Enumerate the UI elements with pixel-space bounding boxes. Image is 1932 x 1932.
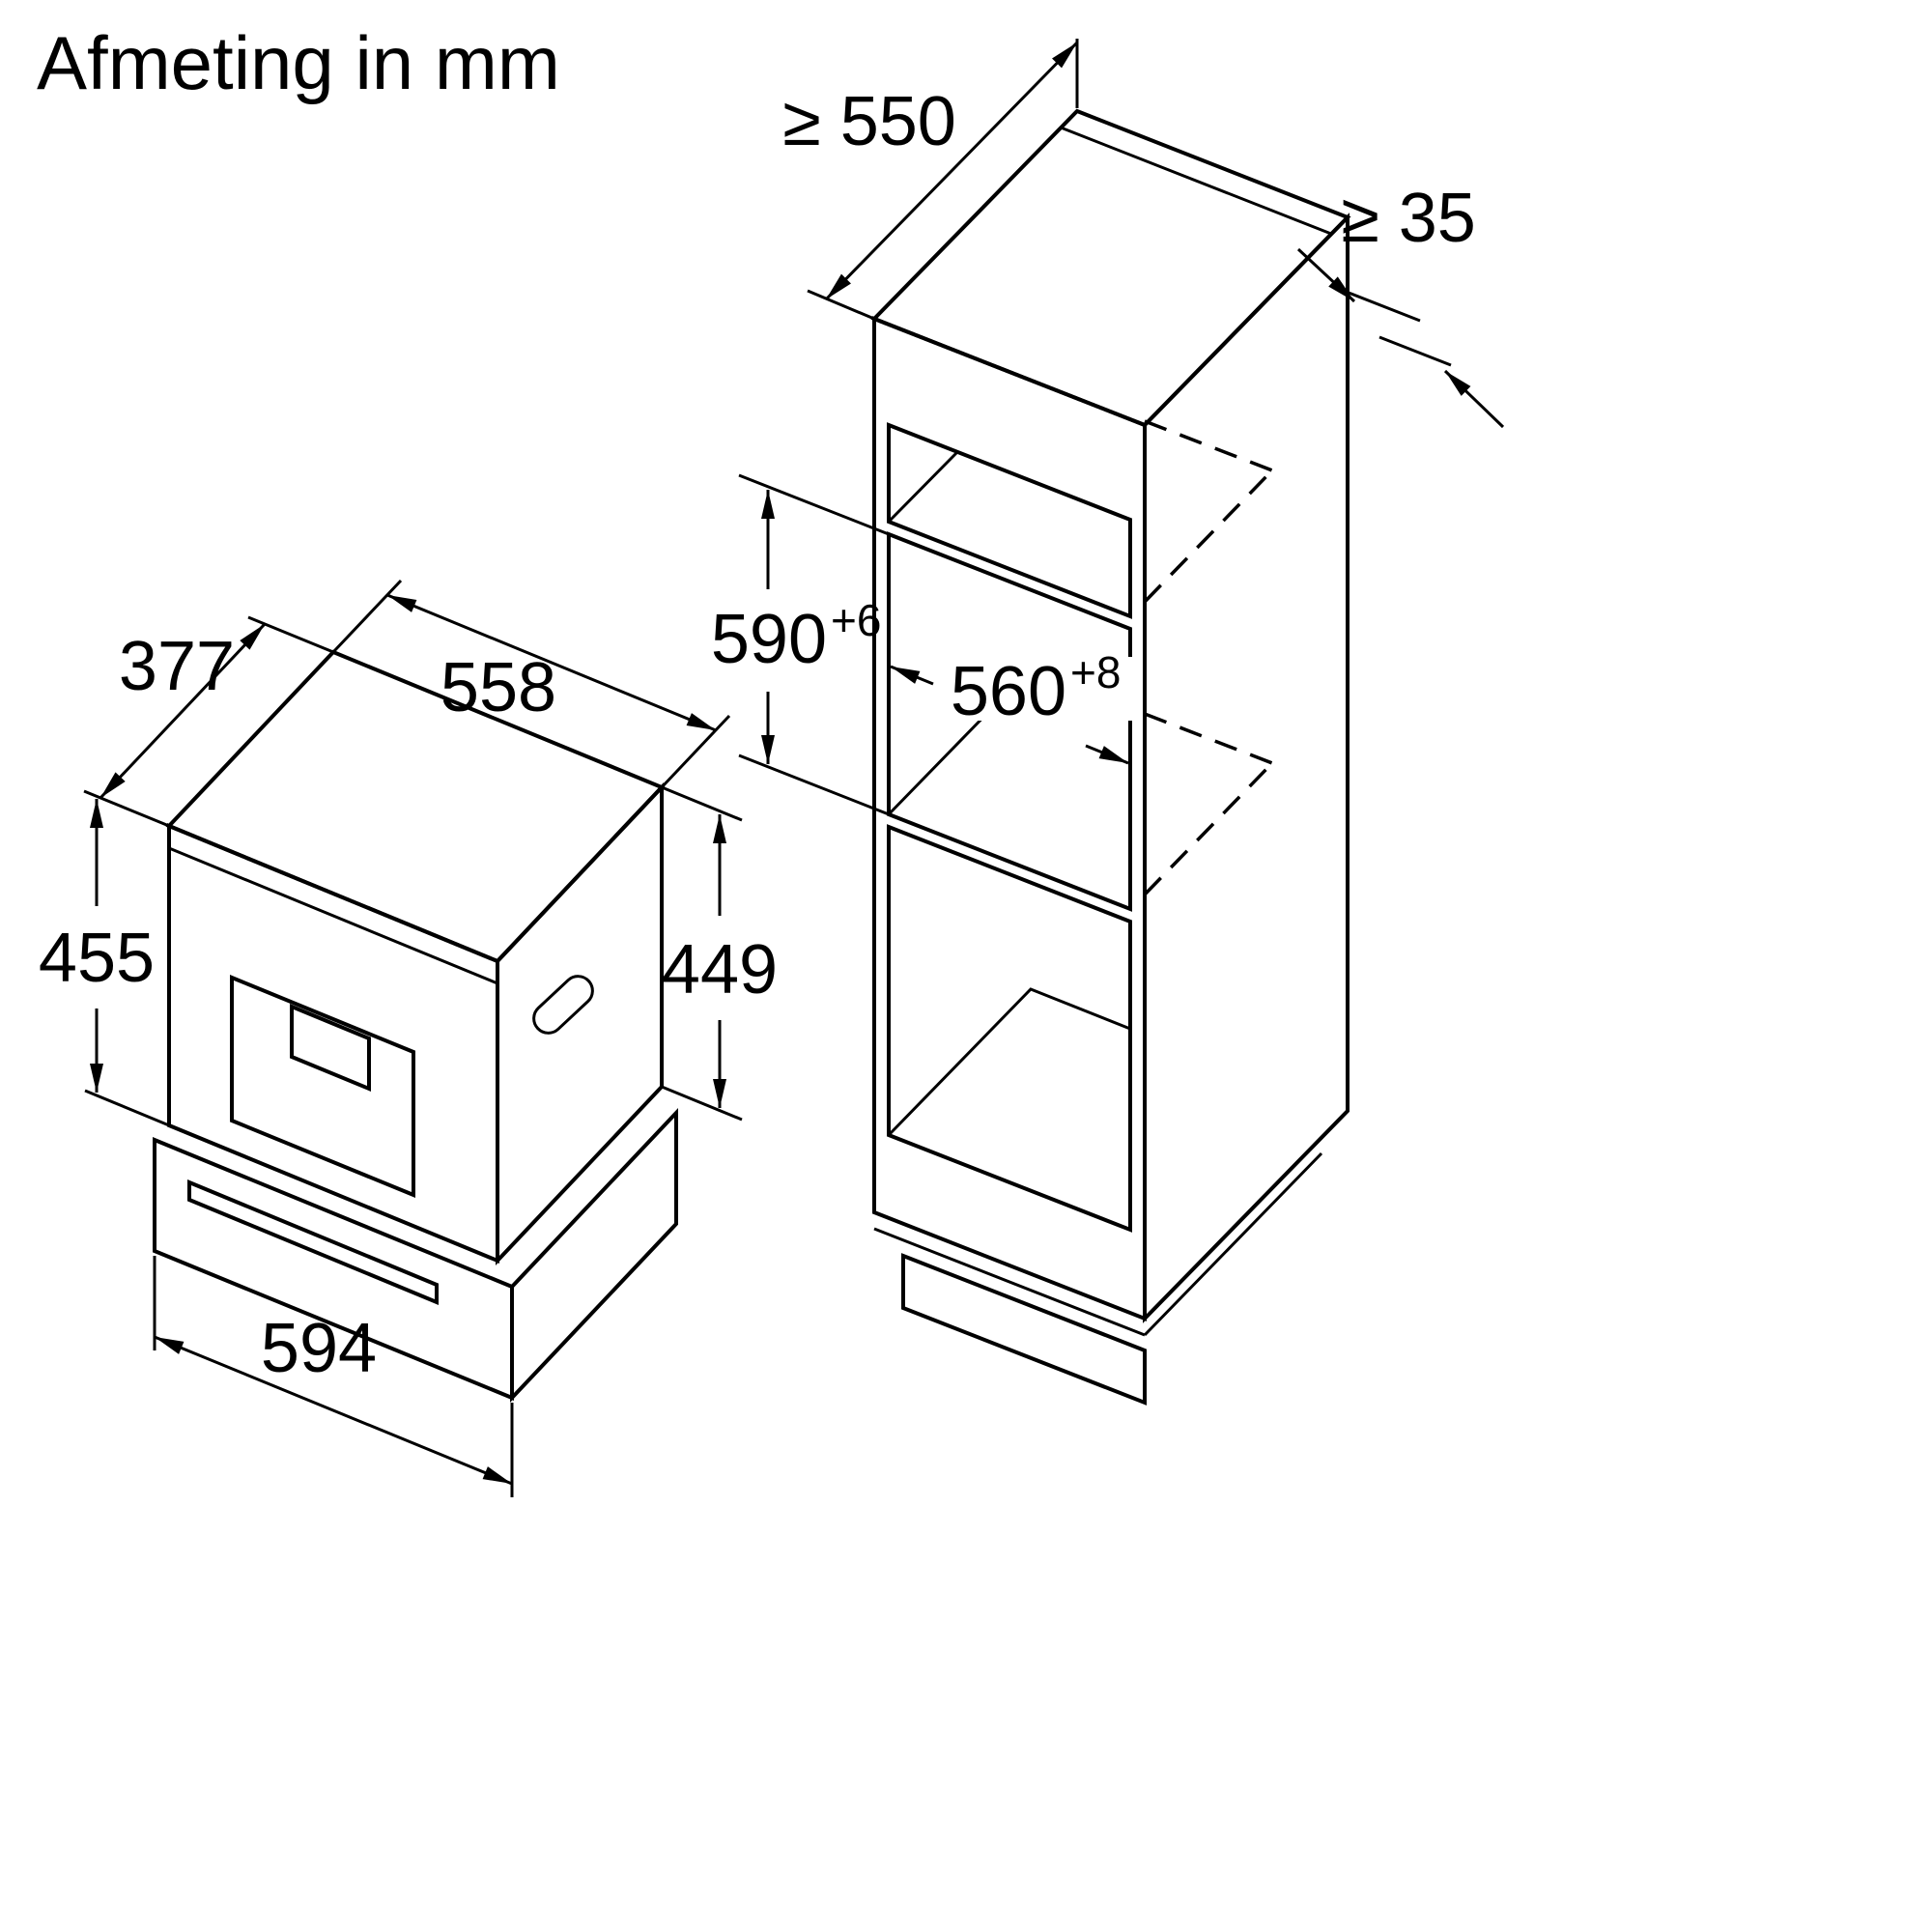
page-title: Afmeting in mm — [37, 20, 560, 105]
cabinet-front-face — [872, 316, 1147, 1321]
niche-height-tolerance: +6 — [831, 595, 881, 645]
dim-line — [890, 665, 934, 686]
machine-side-handle-cutout — [532, 975, 594, 1035]
dim-line — [824, 41, 1079, 301]
niche-opening — [887, 531, 1132, 912]
appliance-dimensions: 377 558 455 449 594 — [39, 579, 778, 1497]
dim-cabinet-depth: ≥ 550 — [782, 39, 1079, 321]
upper-opening — [887, 422, 1132, 619]
machine-coffee-spout — [290, 1004, 371, 1092]
machine-side-face — [496, 781, 664, 1266]
ext-line — [807, 289, 875, 321]
ext-line — [83, 789, 170, 828]
niche-height-label: 590 — [711, 601, 827, 678]
dim-top-depth: 377 — [83, 615, 334, 828]
machine-front-seam — [168, 846, 498, 985]
dim-line — [99, 622, 267, 800]
machine-top-face — [165, 649, 666, 964]
ext-line — [661, 785, 743, 822]
wall-line — [1348, 291, 1421, 323]
ext-line — [738, 473, 890, 536]
dim-line — [386, 593, 717, 732]
drawer-side-face — [510, 1107, 678, 1404]
hidden-shelf-edge — [1143, 761, 1274, 896]
ext-line — [661, 1085, 743, 1122]
dim-niche-width: 560 +8 — [890, 647, 1135, 765]
drawer-handle-bar — [187, 1179, 439, 1305]
dim-front-height: 455 — [39, 799, 170, 1127]
ext-line — [247, 615, 334, 654]
hidden-shelf-edge — [1143, 469, 1274, 604]
appliance-view — [153, 649, 678, 1404]
ext-line — [738, 753, 890, 816]
dim-line — [1085, 744, 1129, 765]
dim-line — [1443, 369, 1505, 429]
ext-line — [660, 714, 731, 789]
wall-line — [1378, 335, 1452, 367]
cabinet-side-bottom-edge — [1143, 1151, 1323, 1337]
niche-width-tolerance: +8 — [1070, 647, 1121, 697]
upper-shelf-edge — [887, 450, 959, 524]
dim-niche-height: 590 +6 — [711, 473, 890, 816]
ext-line — [84, 1089, 170, 1127]
lower-opening — [887, 824, 1132, 1233]
hidden-shelf-edge — [1144, 712, 1273, 765]
appliance-height-label: 455 — [39, 920, 155, 997]
label-backdrop — [942, 657, 1135, 721]
dim-bottom-width: 594 — [153, 1256, 514, 1497]
rear-gap-label: ≥ 35 — [1341, 180, 1476, 257]
dim-line — [154, 1335, 513, 1486]
ext-line — [331, 579, 403, 654]
cabinet-dimensions: ≥ 550 ≥ 35 590 +6 560 +8 — [711, 39, 1505, 816]
cabinet-side-face — [1143, 213, 1350, 1323]
appliance-width-label: 558 — [440, 649, 556, 726]
dim-rear-gap: ≥ 35 — [1296, 180, 1505, 429]
appliance-bottom-width-label: 594 — [261, 1310, 377, 1387]
appliance-depth-label: 377 — [119, 628, 235, 705]
cabinet-plinth — [901, 1253, 1147, 1406]
cabinet-floor-edge — [887, 987, 1131, 1137]
appliance-side-height-label: 449 — [662, 931, 778, 1009]
dim-line — [1296, 247, 1356, 303]
cabinet-bottom-edge — [873, 1227, 1146, 1337]
machine-display-window — [230, 975, 415, 1198]
niche-width-label: 560 — [951, 653, 1066, 730]
dim-side-height: 449 — [661, 785, 778, 1122]
hidden-shelf-edge — [1144, 419, 1273, 472]
dim-top-width: 558 — [331, 579, 731, 789]
cabinet-depth-label: ≥ 550 — [782, 83, 956, 160]
cabinet-back-panel-edge — [1060, 126, 1332, 236]
